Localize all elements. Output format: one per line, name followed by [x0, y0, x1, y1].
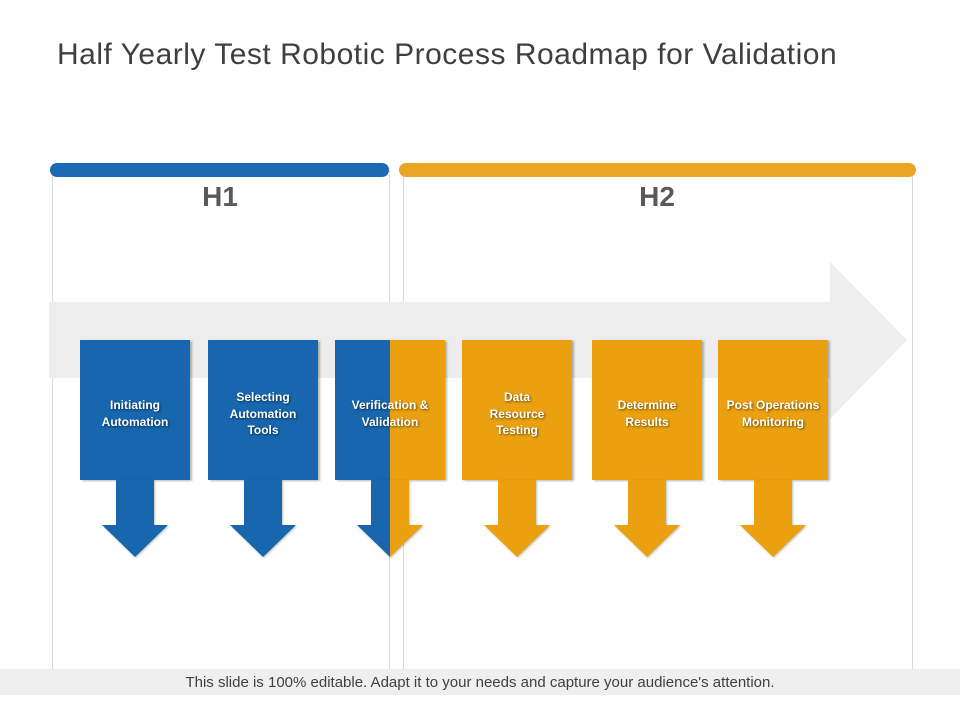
down-arrow-icon — [102, 480, 168, 557]
milestone-post-operations-monitoring: Post Operations Monitoring — [718, 340, 828, 558]
milestone-label: Determine Results — [617, 398, 677, 429]
milestone-box: Post Operations Monitoring — [718, 340, 828, 480]
slide-title: Half Yearly Test Robotic Process Roadmap… — [57, 38, 838, 71]
milestone-box: Initiating Automation — [80, 340, 190, 480]
milestone-label: Data Resource Testing — [489, 389, 545, 438]
footer-note: This slide is 100% editable. Adapt it to… — [0, 669, 960, 695]
section-label-h1: H1 — [202, 181, 238, 212]
down-arrow-icon — [740, 480, 806, 557]
milestone-box: Data Resource Testing — [462, 340, 572, 480]
section-label-h2: H2 — [639, 181, 675, 212]
footer-text: This slide is 100% editable. Adapt it to… — [185, 673, 775, 691]
milestone-initiating-automation: Initiating Automation — [80, 340, 190, 558]
down-arrow-icon — [484, 480, 550, 557]
milestone-box: Determine Results — [592, 340, 702, 480]
section-bar-h1 — [50, 163, 389, 177]
milestone-box: Verification & Validation — [335, 340, 445, 480]
section-bar-h2 — [399, 163, 916, 177]
milestone-label: Initiating Automation — [101, 398, 169, 429]
milestone-label: Post Operations Monitoring — [726, 398, 820, 429]
down-arrow-icon — [357, 480, 423, 557]
milestone-verification-validation: Verification & Validation — [335, 340, 445, 558]
down-arrow-icon — [614, 480, 680, 557]
milestone-determine-results: Determine Results — [592, 340, 702, 558]
milestone-label: Verification & Validation — [351, 398, 429, 429]
milestone-data-resource-testing: Data Resource Testing — [462, 340, 572, 558]
milestone-box: Selecting Automation Tools — [208, 340, 318, 480]
down-arrow-icon — [230, 480, 296, 557]
milestone-selecting-automation-tools: Selecting Automation Tools — [208, 340, 318, 558]
milestone-label: Selecting Automation Tools — [229, 389, 297, 438]
